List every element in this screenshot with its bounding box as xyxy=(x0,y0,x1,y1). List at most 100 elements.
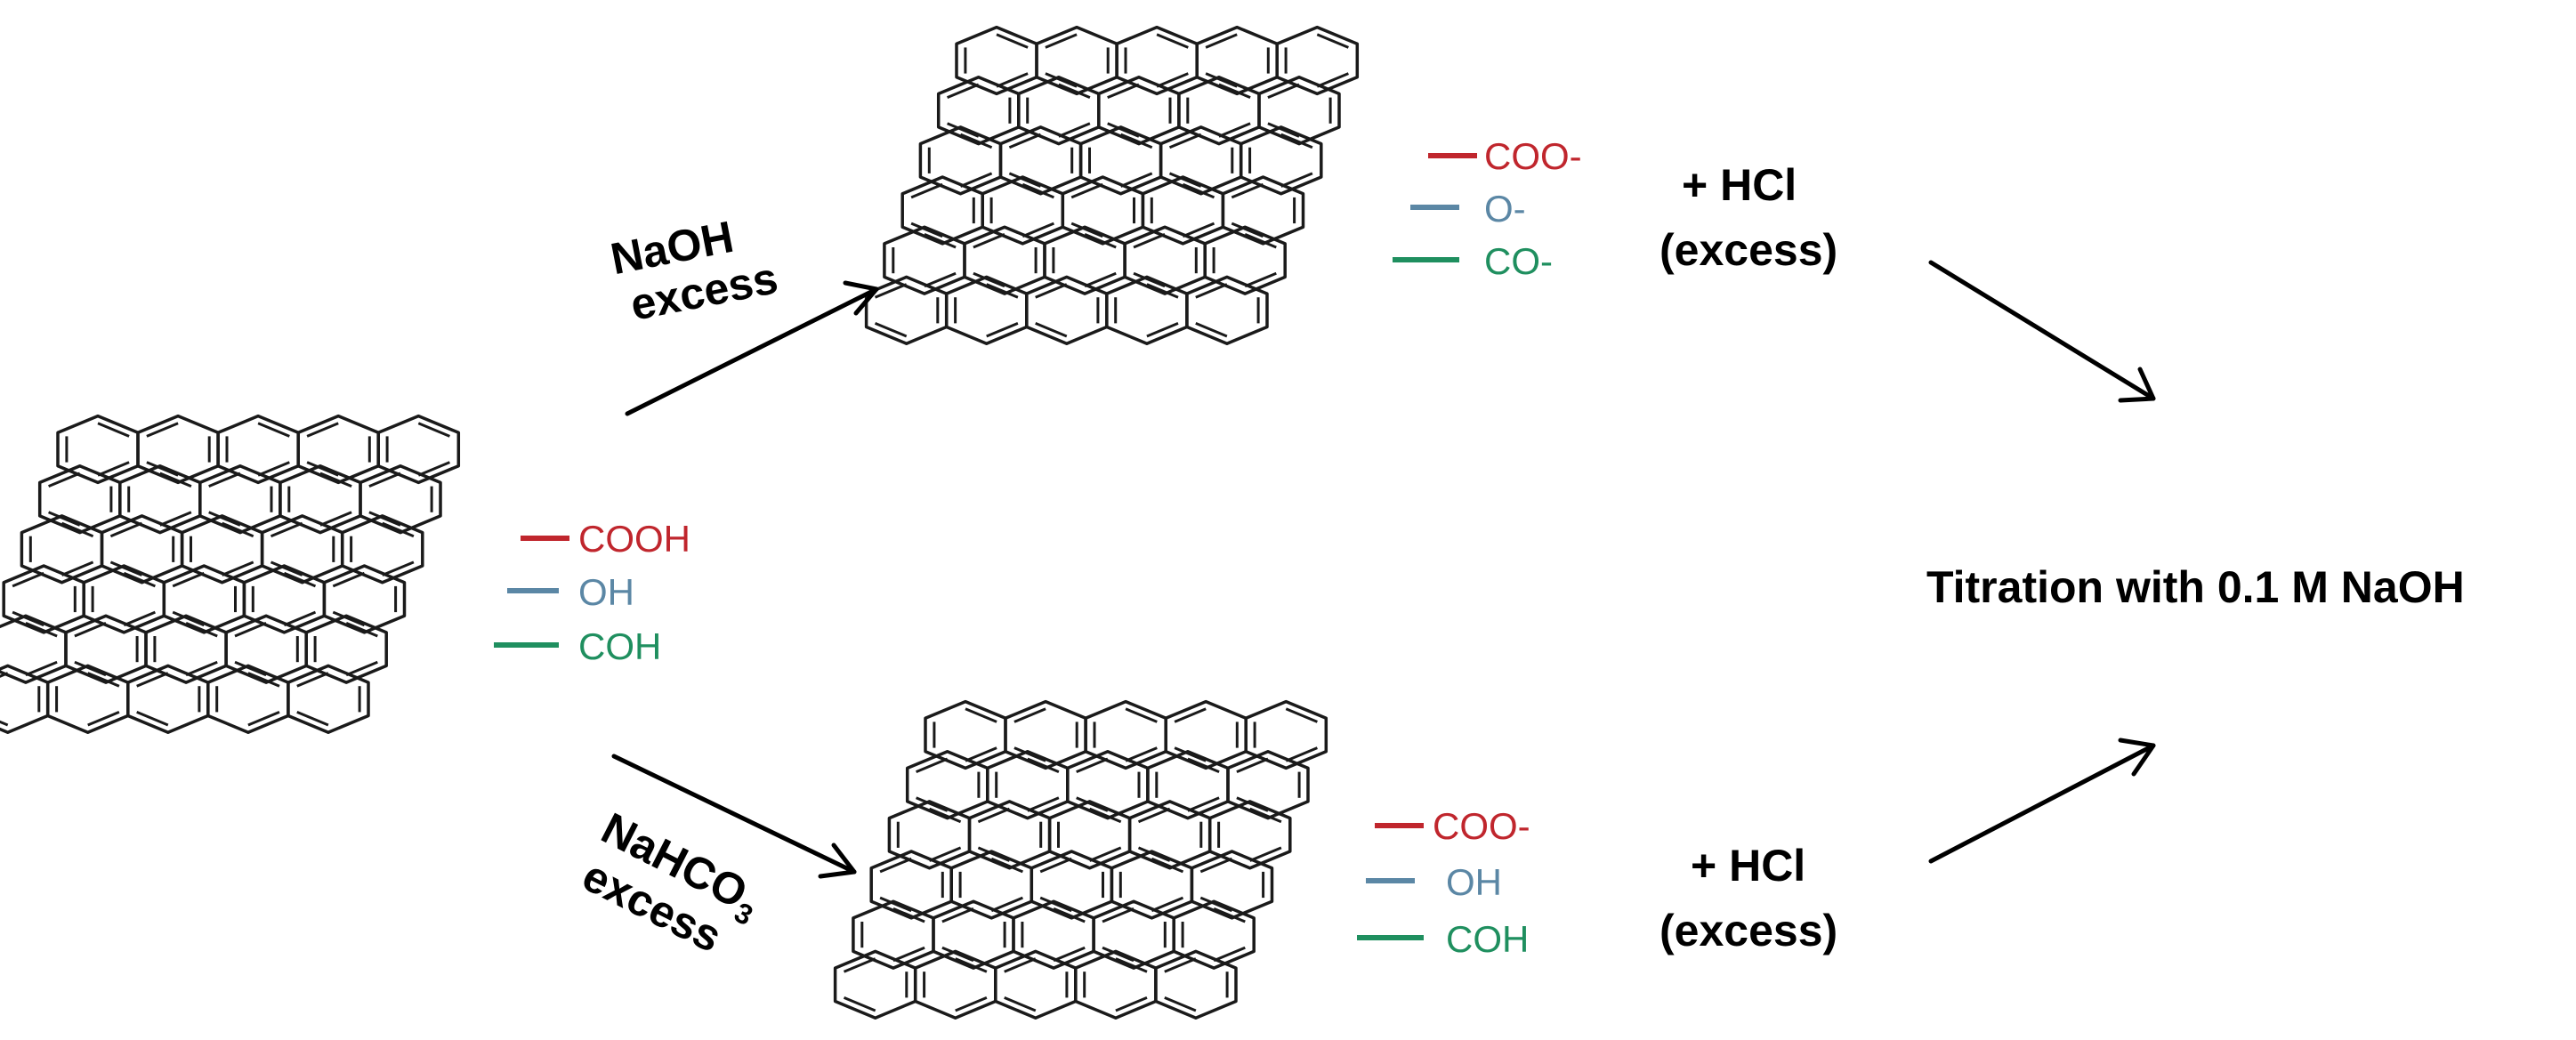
double-bond xyxy=(61,560,94,576)
arrow-top-to-titration xyxy=(1928,260,2156,401)
double-bond xyxy=(0,672,9,678)
double-bond xyxy=(1022,222,1054,238)
double-bond xyxy=(959,133,993,149)
double-bond xyxy=(924,233,957,249)
double-bond xyxy=(247,711,280,727)
double-bond xyxy=(368,472,401,488)
benzene-ring xyxy=(1185,275,1269,345)
double-bond xyxy=(1316,33,1349,49)
benzene-ring xyxy=(359,464,442,535)
benzene-ring xyxy=(1275,25,1360,96)
double-bond xyxy=(1182,182,1215,199)
double-bond xyxy=(1174,707,1207,723)
double-bond xyxy=(973,233,1005,249)
double-bond xyxy=(97,461,130,477)
double-bond xyxy=(1244,271,1277,288)
graphene-sheet-naoh xyxy=(864,25,1360,345)
double-bond xyxy=(941,946,974,963)
double-bond xyxy=(924,271,957,288)
double-bond xyxy=(1053,946,1086,963)
double-bond xyxy=(319,472,352,488)
double-bond xyxy=(892,907,925,923)
double-bond xyxy=(977,846,1011,862)
arrowhead-bottom-to-titration xyxy=(2118,738,2156,777)
double-bond xyxy=(172,610,205,627)
double-bond xyxy=(1137,846,1171,862)
double-bond xyxy=(1013,746,1046,762)
double-bond xyxy=(332,610,366,627)
double-bond xyxy=(1089,807,1122,824)
double-bond xyxy=(1280,172,1313,188)
double-bond xyxy=(185,622,218,638)
double-bond xyxy=(1195,283,1228,299)
double-bond xyxy=(986,283,1019,299)
double-bond xyxy=(247,672,280,688)
double-bond xyxy=(1058,83,1091,99)
acid-top-line2: (excess) xyxy=(1659,225,1837,275)
reagent-naoh: NaOH excess xyxy=(607,212,782,330)
double-bond xyxy=(1151,896,1184,913)
double-bond xyxy=(1231,182,1264,199)
double-bond xyxy=(345,660,378,677)
double-bond xyxy=(986,322,1019,338)
double-bond xyxy=(1076,796,1109,812)
graphene-sheet-nahco3 xyxy=(833,699,1328,1020)
double-bond xyxy=(1039,896,1072,913)
double-bond xyxy=(146,422,179,438)
group-carboxylate: COO- xyxy=(1484,135,1582,177)
double-bond xyxy=(1008,172,1042,188)
double-bond xyxy=(159,472,192,488)
double-bond xyxy=(123,610,156,627)
double-bond xyxy=(1205,33,1238,49)
double-bond xyxy=(296,672,329,688)
double-bond xyxy=(959,172,993,188)
double-bond xyxy=(1218,122,1251,138)
double-bond xyxy=(1285,707,1318,723)
double-bond xyxy=(1076,757,1109,773)
double-bond xyxy=(947,83,980,99)
double-bond xyxy=(1133,271,1166,288)
double-bond xyxy=(973,271,1005,288)
double-bond xyxy=(270,521,303,538)
double-bond xyxy=(1115,996,1148,1012)
double-bond xyxy=(955,957,988,973)
double-bond xyxy=(1164,957,1197,973)
double-bond xyxy=(1244,233,1277,249)
double-bond xyxy=(1039,857,1072,874)
double-bond xyxy=(1249,846,1282,862)
double-bond xyxy=(965,707,997,723)
double-bond xyxy=(1213,946,1246,963)
double-bond xyxy=(910,182,943,199)
double-bond xyxy=(1027,796,1060,812)
double-bond xyxy=(283,610,317,627)
double-bond xyxy=(1013,707,1046,723)
double-bond xyxy=(1084,233,1117,249)
double-bond xyxy=(1102,946,1135,963)
double-bond xyxy=(910,222,943,238)
group-carboxylate-bottom: COO- xyxy=(1433,805,1530,847)
double-bond xyxy=(319,511,352,527)
double-bond xyxy=(61,521,94,538)
double-bond xyxy=(87,672,120,688)
double-bond xyxy=(1107,83,1140,99)
group-carbonyl-anion: CO- xyxy=(1484,240,1553,282)
double-bond xyxy=(1218,83,1251,99)
double-bond xyxy=(996,33,1029,49)
arrow-nahco3 xyxy=(611,754,857,875)
double-bond xyxy=(257,422,290,438)
group-hydroxyl: OH xyxy=(578,571,634,613)
double-bond xyxy=(1004,996,1037,1012)
double-bond xyxy=(1120,133,1153,149)
group-carboxyl: COOH xyxy=(578,518,690,560)
double-bond xyxy=(1168,172,1202,188)
titration-label: Titration with 0.1 M NaOH xyxy=(1926,562,2465,612)
arrow-bottom-to-titration xyxy=(1928,743,2156,864)
double-bond xyxy=(879,896,912,913)
double-bond xyxy=(1089,846,1122,862)
double-bond xyxy=(222,560,254,576)
double-bond xyxy=(74,622,107,638)
double-bond xyxy=(1151,857,1184,874)
benzene-ring xyxy=(1257,75,1341,146)
